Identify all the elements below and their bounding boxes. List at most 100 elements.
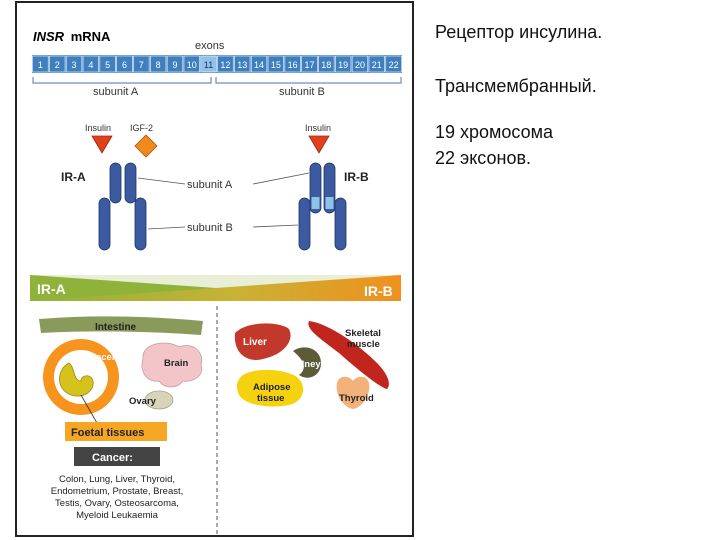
exon-number-19: 19	[338, 60, 348, 70]
exon-number-8: 8	[156, 60, 161, 70]
cancer-box	[74, 447, 160, 466]
exons-label: exons	[195, 40, 225, 52]
ir-a-alpha-left	[109, 162, 122, 204]
exon-box-22	[385, 55, 402, 73]
bar-orange-wedge	[30, 275, 401, 301]
exon-number-21: 21	[372, 60, 382, 70]
mrna-title: INSR mRNA	[33, 29, 111, 44]
exon-box-17	[301, 55, 318, 73]
ir-a-receptor	[98, 162, 147, 251]
adipose-label-2: tissue	[257, 393, 284, 404]
slide-line-exons: 22 эксонов.	[435, 148, 532, 168]
brain-icon	[141, 342, 203, 388]
ir-a-beta-left	[98, 197, 111, 251]
exon-number-13: 13	[237, 60, 247, 70]
slide-line-receptor: Рецептор инсулина.	[435, 22, 603, 42]
exon-number-12: 12	[220, 60, 230, 70]
ir-b-label: IR-B	[344, 170, 369, 184]
exon-number-14: 14	[254, 60, 264, 70]
connector-b-right	[252, 224, 299, 228]
insulin-right-triangle-icon	[308, 135, 330, 154]
kidney-label: Kidney	[289, 359, 321, 370]
ir-b-exon11-left	[311, 197, 320, 209]
exon-box-16	[284, 55, 301, 73]
exon-box-10	[183, 55, 200, 73]
exon-box-19	[335, 55, 352, 73]
exon-number-2: 2	[55, 60, 60, 70]
ir-b-receptor	[298, 162, 347, 251]
exon-box-4	[82, 55, 99, 73]
middle-subunit-b-label: subunit B	[187, 222, 233, 234]
ovary-label: Ovary	[129, 396, 157, 407]
igf2-label: IGF-2	[130, 123, 153, 133]
ir-b-beta-right	[334, 197, 347, 251]
intestine-shape	[39, 316, 203, 335]
ir-b-beta-left	[298, 197, 311, 251]
skeletal-muscle-icon	[308, 321, 389, 389]
insulin-left-label: Insulin	[85, 123, 111, 133]
placenta-label: Placenta	[87, 352, 127, 363]
exon-box-2	[49, 55, 66, 73]
bar-ir-a-label: IR-A	[37, 281, 66, 297]
exon-number-9: 9	[172, 60, 177, 70]
slide-line-transmembrane: Трансмембранный.	[435, 76, 597, 96]
exon-box-11	[200, 55, 217, 73]
skeletal-label-2: muscle	[347, 339, 380, 350]
bar-ir-b-label: IR-B	[364, 283, 393, 299]
slide-line-chromosome: 19 хромосома	[435, 122, 554, 142]
mrna-gene: INSR	[33, 29, 65, 44]
ir-a-beta-right	[134, 197, 147, 251]
middle-subunit-a-label: subunit A	[187, 179, 233, 191]
connector-a-right	[252, 172, 310, 185]
foetal-tissues-box	[65, 422, 167, 441]
adipose-label-1: Adipose	[253, 382, 290, 393]
cancer-list-line-3: Testis, Ovary, Osteosarcoma,	[55, 498, 179, 509]
exon-number-5: 5	[105, 60, 110, 70]
exon-number-22: 22	[389, 60, 399, 70]
exon-box-12	[217, 55, 234, 73]
exon-number-7: 7	[139, 60, 144, 70]
exon-box-18	[318, 55, 335, 73]
skeletal-label-1: Skeletal	[345, 328, 381, 339]
cancer-label: Cancer:	[92, 452, 133, 464]
exon-number-1: 1	[38, 60, 43, 70]
exon-number-11: 11	[204, 60, 213, 70]
exon-number-20: 20	[355, 60, 365, 70]
exon-number-17: 17	[304, 60, 314, 70]
kidney-icon	[293, 347, 321, 378]
exon-number-16: 16	[288, 60, 298, 70]
cancer-list-line-1: Colon, Lung, Liver, Thyroid,	[59, 474, 175, 485]
exon-number-3: 3	[72, 60, 77, 70]
subunit-a-label: subunit A	[93, 86, 139, 98]
exon-box-8	[150, 55, 167, 73]
cancer-list-line-4: Myeloid Leukaemia	[76, 510, 159, 521]
thyroid-label: Thyroid	[339, 393, 374, 404]
exon-box-21	[368, 55, 385, 73]
cancer-list-line-2: Endometrium, Prostate, Breast,	[51, 486, 184, 497]
exon-box-3	[65, 55, 83, 73]
foetus-pointer	[80, 394, 98, 424]
liver-icon	[234, 323, 291, 360]
insulin-left-triangle-icon	[91, 135, 113, 154]
connector-a-left	[137, 177, 186, 185]
exon-number-15: 15	[271, 60, 281, 70]
exon-box-13	[234, 55, 251, 73]
exon-number-18: 18	[321, 60, 331, 70]
exon-number-6: 6	[122, 60, 127, 70]
ir-b-exon11-right	[325, 197, 334, 209]
igf2-diamond-icon	[134, 134, 158, 158]
ir-a-alpha-right	[124, 162, 137, 204]
exon-box-5	[99, 55, 116, 73]
thyroid-icon	[336, 376, 370, 409]
exon-box-6	[116, 55, 133, 73]
insulin-right-label: Insulin	[305, 123, 331, 133]
exon-number-4: 4	[88, 60, 93, 70]
subunit-b-label: subunit B	[279, 86, 325, 98]
ir-a-label: IR-A	[61, 170, 86, 184]
exon-box-20	[351, 55, 369, 73]
exon-box-14	[250, 55, 268, 73]
subunit-b-bracket	[215, 77, 402, 84]
intestine-label: Intestine	[95, 322, 137, 333]
